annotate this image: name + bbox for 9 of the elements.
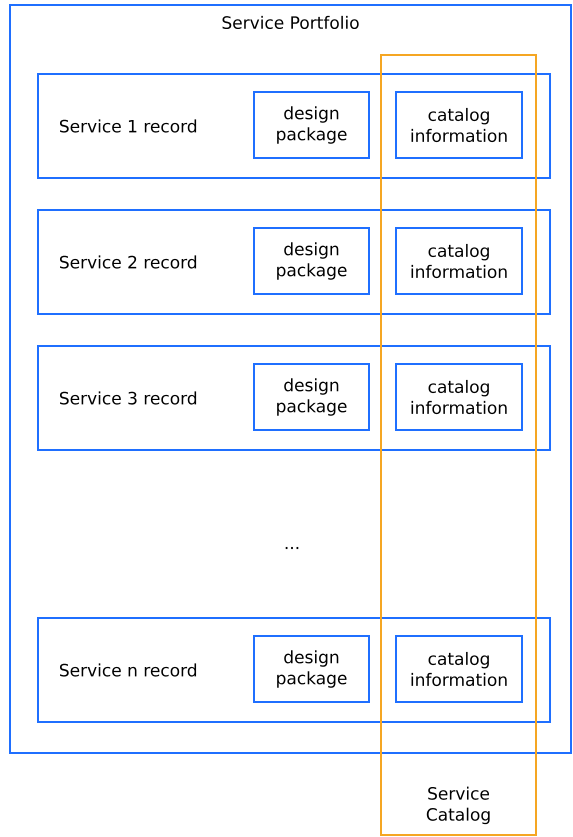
package-box: design package bbox=[253, 363, 370, 431]
catalog-box: catalog information bbox=[395, 227, 523, 295]
package-box: design package bbox=[253, 91, 370, 159]
package-box: design package bbox=[253, 227, 370, 295]
ellipsis: ... bbox=[286, 546, 298, 550]
catalog-box: catalog information bbox=[395, 363, 523, 431]
package-box: design package bbox=[253, 635, 370, 703]
catalog-box: catalog information bbox=[395, 91, 523, 159]
catalog-box: catalog information bbox=[395, 635, 523, 703]
